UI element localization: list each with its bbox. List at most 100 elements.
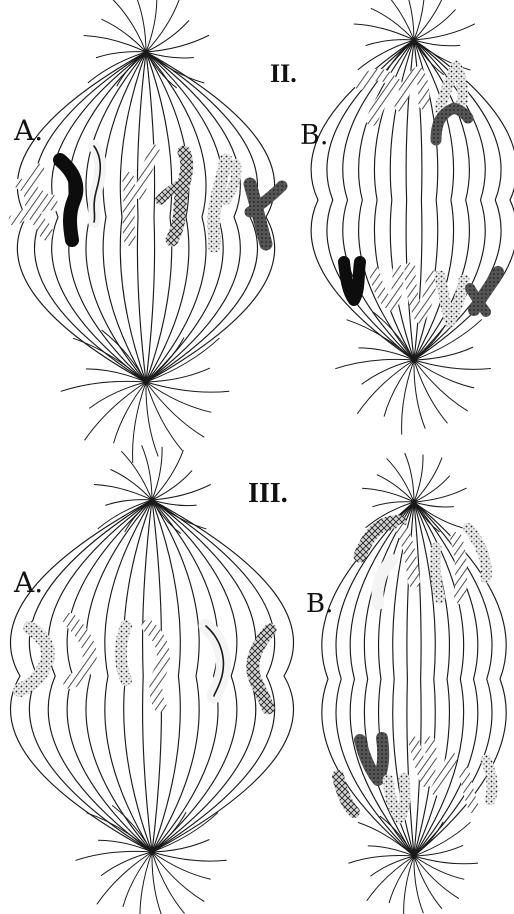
aster-ray (414, 24, 475, 40)
aster-rays-II-A-top (84, 0, 209, 88)
aster-ray (97, 852, 152, 904)
chromosome-III-A-6 (253, 630, 270, 708)
chromosome-III-B-l7 (486, 760, 492, 800)
aster-ray (140, 852, 152, 914)
aster-ray (414, 360, 425, 429)
aster-ray (152, 484, 211, 500)
spindle-fiber (146, 52, 240, 382)
panel-numeral-III: III. (248, 478, 288, 509)
spindle-III-B: B. (306, 453, 506, 914)
aster-ray (414, 360, 468, 411)
aster-ray (146, 35, 209, 52)
spindle-fiber (48, 500, 152, 852)
chromosome-II-B-l1 (344, 262, 360, 300)
aster-ray (358, 822, 414, 856)
aster-ray (371, 8, 414, 40)
chromosome-II-A-3 (128, 150, 154, 240)
panel-II: II. A. (13, 0, 514, 463)
aster-ray (146, 20, 189, 52)
aster-rays-III-A-bottom (75, 805, 226, 914)
chromosome-III-B-u3 (402, 530, 414, 582)
aster-ray (414, 476, 450, 502)
spindle-II-A: A. (13, 0, 282, 463)
aster-ray (146, 0, 180, 52)
aster-ray (152, 852, 163, 914)
aster-ray (135, 0, 146, 52)
chromosome-III-B-l6 (464, 772, 474, 808)
aster-ray (85, 382, 146, 440)
spindle-fibers-II-A (17, 52, 274, 382)
aster-ray (152, 450, 183, 500)
chromosome-III-B-l4 (414, 742, 431, 782)
chromosome-II-A-6 (250, 184, 282, 244)
panel-III: III. A. B. (10, 445, 506, 914)
aster-ray (354, 24, 414, 40)
spindle-fiber (143, 500, 152, 852)
aster-ray (402, 360, 414, 435)
aster-ray (367, 856, 414, 901)
aster-ray (101, 852, 152, 876)
label-II-A: A. (13, 114, 43, 147)
chromosome-II-B-l2 (374, 270, 398, 306)
aster-ray (146, 0, 157, 52)
chromosome-II-B-u2 (372, 84, 396, 120)
chromosome-III-A-4 (148, 626, 163, 706)
chromosome-III-B-u4 (435, 548, 440, 598)
chromosome-III-B-l2 (360, 738, 383, 780)
chromosome-III-B-u6 (468, 528, 486, 578)
aster-ray (414, 458, 442, 502)
chromosome-II-A-2 (60, 146, 100, 240)
spindle-II-B: B. (300, 0, 514, 435)
aster-ray (121, 451, 152, 500)
chromosome-III-B-l1 (338, 776, 354, 812)
aster-ray (146, 382, 204, 437)
aster-ray (382, 0, 414, 40)
aster-ray (357, 360, 414, 414)
aster-ray (362, 360, 414, 384)
aster-ray (414, 856, 423, 913)
spindle-fiber (152, 500, 256, 852)
aster-ray (370, 856, 414, 876)
chromosome-III-B-u5 (456, 538, 461, 598)
aster-ray (61, 381, 146, 391)
aster-ray (387, 458, 414, 502)
chromosome-III-A-1 (20, 628, 48, 690)
aster-ray (94, 485, 152, 500)
chromosome-II-A-5 (213, 160, 236, 246)
chromosome-II-B-u3 (400, 72, 424, 106)
aster-ray (404, 856, 414, 914)
aster-ray (362, 488, 414, 502)
aster-ray (146, 382, 158, 456)
chromosome-II-B-l4 (440, 276, 464, 322)
chromosome-III-B-l3 (388, 778, 405, 818)
chromosomes-III-A (20, 620, 270, 708)
aster-rays-II-A-bottom (61, 330, 230, 463)
aster-ray (414, 822, 470, 856)
chromosomes-II-B-upper (360, 66, 468, 140)
spindle-fiber (146, 52, 155, 382)
label-III-A: A. (13, 566, 43, 599)
chromosomes-III-B-lower (338, 738, 492, 818)
chromosome-III-A-2 (70, 620, 90, 682)
aster-ray (414, 488, 467, 502)
aster-ray (414, 9, 456, 40)
aster-ray (377, 475, 414, 502)
aster-rays-III-B-top (362, 453, 466, 532)
aster-ray (414, 455, 423, 502)
spindle-fiber (146, 52, 172, 382)
aster-ray (335, 359, 414, 368)
aster-ray (152, 852, 204, 902)
aster-rays-III-B-bottom (348, 816, 478, 914)
chromosome-III-B-u2 (378, 560, 392, 604)
aster-ray (113, 0, 146, 52)
chromosome-II-A-4 (160, 152, 187, 240)
label-II-B: B. (300, 120, 328, 151)
aster-ray (101, 19, 146, 52)
chromosome-III-A-3 (121, 626, 126, 680)
spindle-III-A: A. (10, 445, 293, 914)
aster-ray (414, 856, 459, 899)
aster-ray (89, 382, 146, 408)
label-III-B: B. (306, 589, 333, 619)
